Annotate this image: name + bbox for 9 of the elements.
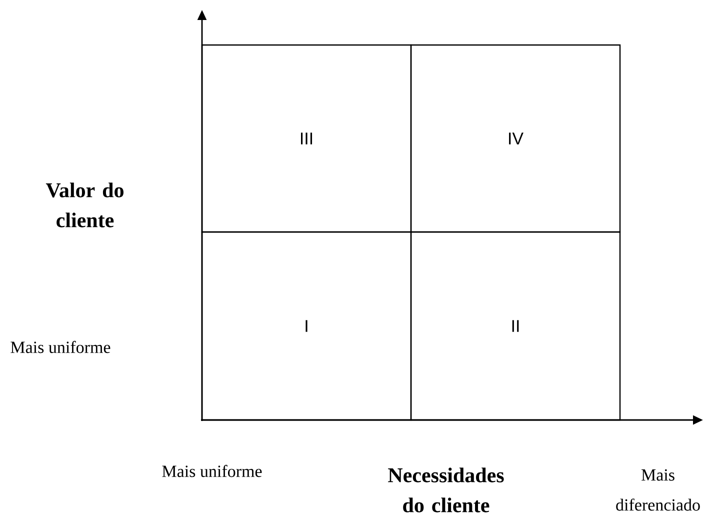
axis-label: Mais uniforme bbox=[162, 464, 262, 478]
axis-title: Valor do cliente bbox=[46, 182, 124, 228]
quadrant-box: I bbox=[201, 231, 412, 421]
quadrant-box: III bbox=[201, 44, 412, 233]
axis-label: Mais uniforme bbox=[10, 340, 110, 354]
quadrant-box: IV bbox=[410, 44, 621, 233]
axis-title: Necessidades do cliente bbox=[388, 468, 504, 512]
quadrant-box: II bbox=[410, 231, 621, 421]
axis-label: Mais diferenciado bbox=[616, 469, 700, 511]
